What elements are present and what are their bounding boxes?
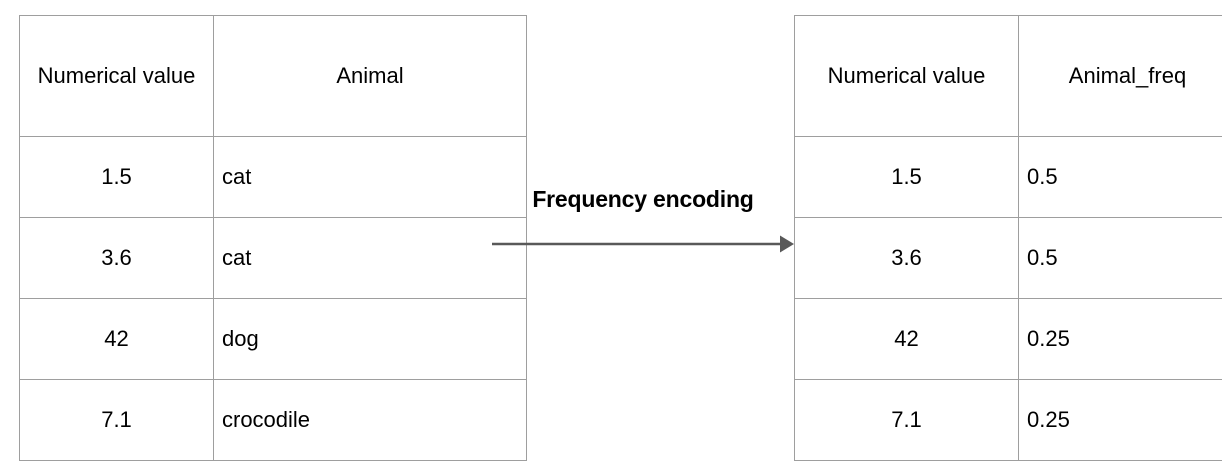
column-header-animal: Animal bbox=[213, 15, 527, 137]
cell-numerical-value: 42 bbox=[794, 298, 1019, 380]
table-row: 42 0.25 bbox=[794, 298, 1222, 380]
cell-animal-freq: 0.5 bbox=[1018, 136, 1222, 218]
cell-animal-freq: 0.25 bbox=[1018, 298, 1222, 380]
transform-label: Frequency encoding bbox=[532, 186, 754, 212]
cell-numerical-value: 42 bbox=[19, 298, 214, 380]
table-row: 1.5 0.5 bbox=[794, 136, 1222, 218]
cell-animal-freq: 0.5 bbox=[1018, 217, 1222, 299]
arrow-right-icon bbox=[492, 235, 794, 253]
cell-animal-freq: 0.25 bbox=[1018, 379, 1222, 461]
cell-numerical-value: 7.1 bbox=[794, 379, 1019, 461]
table-header-row: Numerical value Animal bbox=[19, 15, 527, 137]
cell-animal: dog bbox=[213, 298, 527, 380]
table-row: 42 dog bbox=[19, 298, 527, 380]
table-row: 1.5 cat bbox=[19, 136, 527, 218]
table-header-row: Numerical value Animal_freq bbox=[794, 15, 1222, 137]
cell-numerical-value: 1.5 bbox=[794, 136, 1019, 218]
transform-annotation: Frequency encoding bbox=[492, 186, 794, 262]
cell-numerical-value: 3.6 bbox=[794, 217, 1019, 299]
cell-numerical-value: 7.1 bbox=[19, 379, 214, 461]
column-header-animal-freq: Animal_freq bbox=[1018, 15, 1222, 137]
table-row: 3.6 0.5 bbox=[794, 217, 1222, 299]
cell-numerical-value: 1.5 bbox=[19, 136, 214, 218]
table-row: 7.1 crocodile bbox=[19, 379, 527, 461]
cell-animal: cat bbox=[213, 136, 527, 218]
table-row: 7.1 0.25 bbox=[794, 379, 1222, 461]
cell-animal: crocodile bbox=[213, 379, 527, 461]
table-row: 3.6 cat bbox=[19, 217, 527, 299]
column-header-numerical-value: Numerical value bbox=[794, 15, 1019, 137]
output-table: Numerical value Animal_freq 1.5 0.5 3.6 … bbox=[794, 15, 1222, 461]
column-header-numerical-value: Numerical value bbox=[19, 15, 214, 137]
cell-animal: cat bbox=[213, 217, 527, 299]
input-table: Numerical value Animal 1.5 cat 3.6 cat 4… bbox=[19, 15, 527, 461]
cell-numerical-value: 3.6 bbox=[19, 217, 214, 299]
